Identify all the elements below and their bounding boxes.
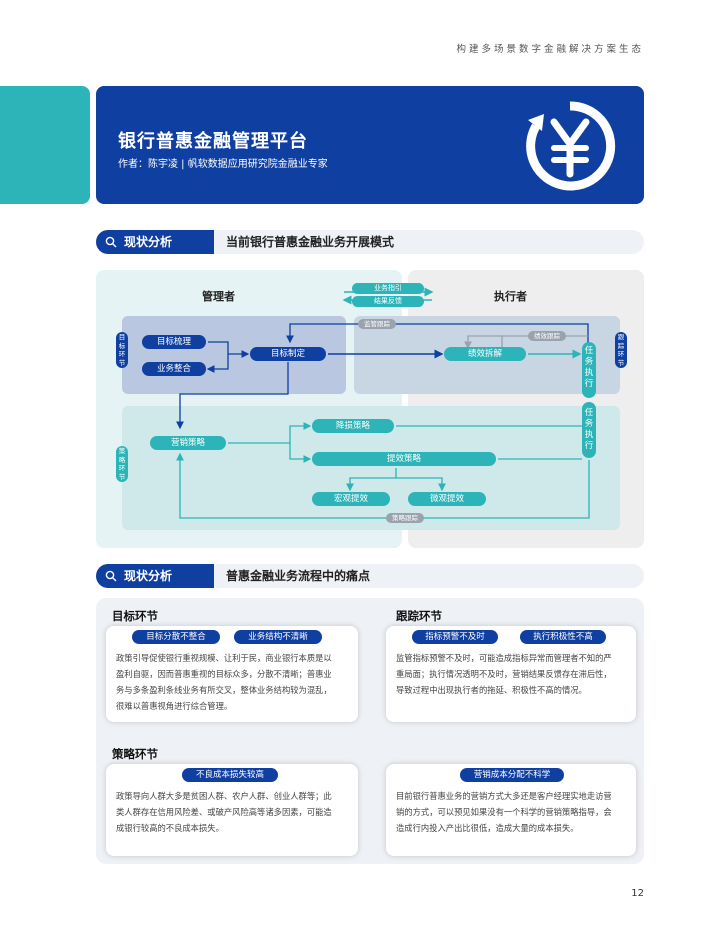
manager-title: 管理者 — [202, 290, 235, 303]
supervise-track-pill — [358, 319, 396, 329]
page-title: 银行普惠金融管理平台 — [118, 131, 308, 152]
text-line: 销的方式，可以预见如果没有一个科学的营销策略指导，会 — [396, 807, 612, 817]
flow-result-feedback-label: 结果反馈 — [374, 297, 402, 305]
target-card-title: 目标环节 — [112, 609, 158, 623]
strategy-left-text: 政策导向人群大多是贫困人群、农户人群、创业人群等；此 类人群存在信用风险差、或破… — [116, 788, 332, 836]
macro-eff-node — [312, 492, 390, 506]
strategy-track-label: 策略跟踪 — [392, 514, 418, 522]
flow-result-feedback-pill — [352, 296, 424, 307]
goal-set-node — [250, 347, 326, 361]
section-label-text: 现状分析 — [124, 569, 173, 583]
strategy-tag-2: 营销成本分配不科学 — [460, 768, 564, 782]
micro-eff-label: 微观提效 — [429, 494, 464, 504]
supervise-track-label: 监管跟踪 — [364, 320, 390, 328]
micro-eff-node — [408, 492, 486, 506]
text-line: 很难以普惠视角进行综合管理。 — [116, 701, 233, 711]
title-banner: 银行普惠金融管理平台 作者：陈宇凌 | 帆软数据应用研究院金融业专家 — [96, 86, 644, 204]
track-tag-1: 指标预警不及时 — [412, 630, 498, 644]
text-line: 导致过程中出现执行者的拖延、积极性不高的情况。 — [396, 685, 587, 695]
side-target-label: 目标环节 — [118, 333, 126, 367]
perf-track-pill — [528, 331, 566, 341]
text-line: 重局面；执行情况透明不及时，营销结果反馈存在滞后性， — [396, 669, 612, 679]
strategy-card-right: 营销成本分配不科学 目前银行普惠业务的营销方式大多还是客户经理实地走访营 销的方… — [386, 764, 636, 856]
target-tag-2: 业务结构不清晰 — [234, 630, 322, 644]
perf-track-label: 绩效跟踪 — [534, 332, 560, 340]
text-line: 造成行内投入产出比很低，造成大量的成本损失。 — [396, 823, 579, 833]
flow-business-guide-pill — [352, 283, 424, 294]
side-strategy-tab — [116, 446, 128, 482]
diagram-canvas — [96, 270, 644, 548]
section-subtitle: 普惠金融业务流程中的痛点 — [226, 569, 371, 583]
side-target-tab — [116, 332, 128, 368]
page-number: 12 — [631, 888, 644, 899]
section-label-text: 现状分析 — [124, 235, 173, 249]
magnifier-icon — [105, 570, 117, 582]
executor-title: 执行者 — [494, 290, 527, 303]
perf-breakdown-node — [444, 347, 526, 361]
section-bar-pain-points: 现状分析 普惠金融业务流程中的痛点 — [96, 564, 644, 588]
task-exec-label-1: 任务执行 — [584, 346, 594, 389]
improve-eff-node — [312, 452, 496, 466]
section-label: 现状分析 — [96, 230, 214, 254]
strategy-card-title: 策略环节 — [112, 747, 158, 761]
strategy-card-left: 不良成本损失较高 政策导向人群大多是贫困人群、农户人群、创业人群等；此 类人群存… — [106, 764, 358, 856]
section-subtitle: 当前银行普惠金融业务开展模式 — [226, 235, 395, 249]
perf-breakdown-label: 绩效拆解 — [467, 349, 502, 359]
target-tag-1: 目标分散不整合 — [132, 630, 220, 644]
text-line: 监管指标预警不及时，可能造成指标异常而管理者不知的严 — [396, 653, 612, 663]
text-line: 政策引导促使银行重视规模、让利于民，商业银行本质是以 — [116, 653, 332, 663]
strategy-right-text: 目前银行普惠业务的营销方式大多还是客户经理实地走访营 销的方式，可以预见如果没有… — [396, 788, 612, 836]
decorative-tab — [0, 86, 90, 204]
improve-eff-label: 提效策略 — [386, 454, 421, 464]
author-line: 作者：陈宇凌 | 帆软数据应用研究院金融业专家 — [118, 159, 328, 170]
side-strategy-label: 策略环节 — [118, 447, 126, 481]
marketing-strategy-node — [150, 436, 226, 450]
flow-business-guide-label: 业务指引 — [374, 284, 402, 292]
yen-circle-icon — [526, 101, 616, 191]
goal-sort-node — [142, 335, 206, 349]
track-tag-2: 执行积极性不高 — [520, 630, 606, 644]
goal-sort-label: 目标梳理 — [156, 337, 191, 347]
text-line: 盈利自驱，因而普惠重视的目标众多，分散不清晰；普惠业 — [116, 669, 332, 679]
business-mode-diagram: 管理者 执行者 业务指引 结果反馈 监管跟踪 绩效跟踪 目标梳理 业务整合 目标… — [96, 270, 644, 548]
side-track-tab — [615, 332, 627, 368]
magnifier-icon — [105, 236, 117, 248]
task-exec-label-2: 任务执行 — [584, 408, 594, 451]
target-card: 目标分散不整合 业务结构不清晰 政策引导促使银行重视规模、让利于民，商业银行本质… — [106, 626, 358, 722]
text-line: 政策导向人群大多是贫困人群、农户人群、创业人群等；此 — [116, 791, 332, 801]
section-label: 现状分析 — [96, 564, 214, 588]
text-line: 务与多条盈利条线业务有所交叉，整体业务结构较为混乱， — [116, 685, 332, 695]
business-integrate-node — [142, 362, 206, 376]
strategy-phase-area — [122, 406, 620, 530]
reduce-loss-node — [312, 419, 394, 433]
text-line: 类人群存在信用风险差、或破产风险高等诸多因素，可能造 — [116, 807, 332, 817]
text-line: 目前银行普惠业务的营销方式大多还是客户经理实地走访营 — [396, 791, 612, 801]
text-line: 成银行较高的不良成本损失。 — [116, 823, 224, 833]
task-exec-node-1 — [582, 342, 596, 398]
reduce-loss-label: 降损策略 — [335, 421, 370, 431]
business-integrate-label: 业务整合 — [156, 364, 191, 374]
track-card: 指标预警不及时 执行积极性不高 监管指标预警不及时，可能造成指标异常而管理者不知… — [386, 626, 636, 722]
track-card-text: 监管指标预警不及时，可能造成指标异常而管理者不知的严 重局面；执行情况透明不及时… — [396, 650, 612, 698]
section-bar-current-model: 现状分析 当前银行普惠金融业务开展模式 — [96, 230, 644, 254]
header-caption: 构建多场景数字金融解决方案生态 — [456, 44, 644, 55]
goal-set-label: 目标制定 — [270, 349, 305, 359]
task-exec-node-2 — [582, 402, 596, 458]
target-card-text: 政策引导促使银行重视规模、让利于民，商业银行本质是以 盈利自驱，因而普惠重视的目… — [116, 650, 332, 714]
track-card-title: 跟踪环节 — [396, 609, 442, 623]
marketing-strategy-label: 营销策略 — [170, 438, 205, 448]
strategy-track-pill — [386, 513, 424, 523]
strategy-tag-1: 不良成本损失较高 — [182, 768, 278, 782]
side-track-label: 跟踪环节 — [617, 333, 625, 367]
macro-eff-label: 宏观提效 — [333, 494, 368, 504]
